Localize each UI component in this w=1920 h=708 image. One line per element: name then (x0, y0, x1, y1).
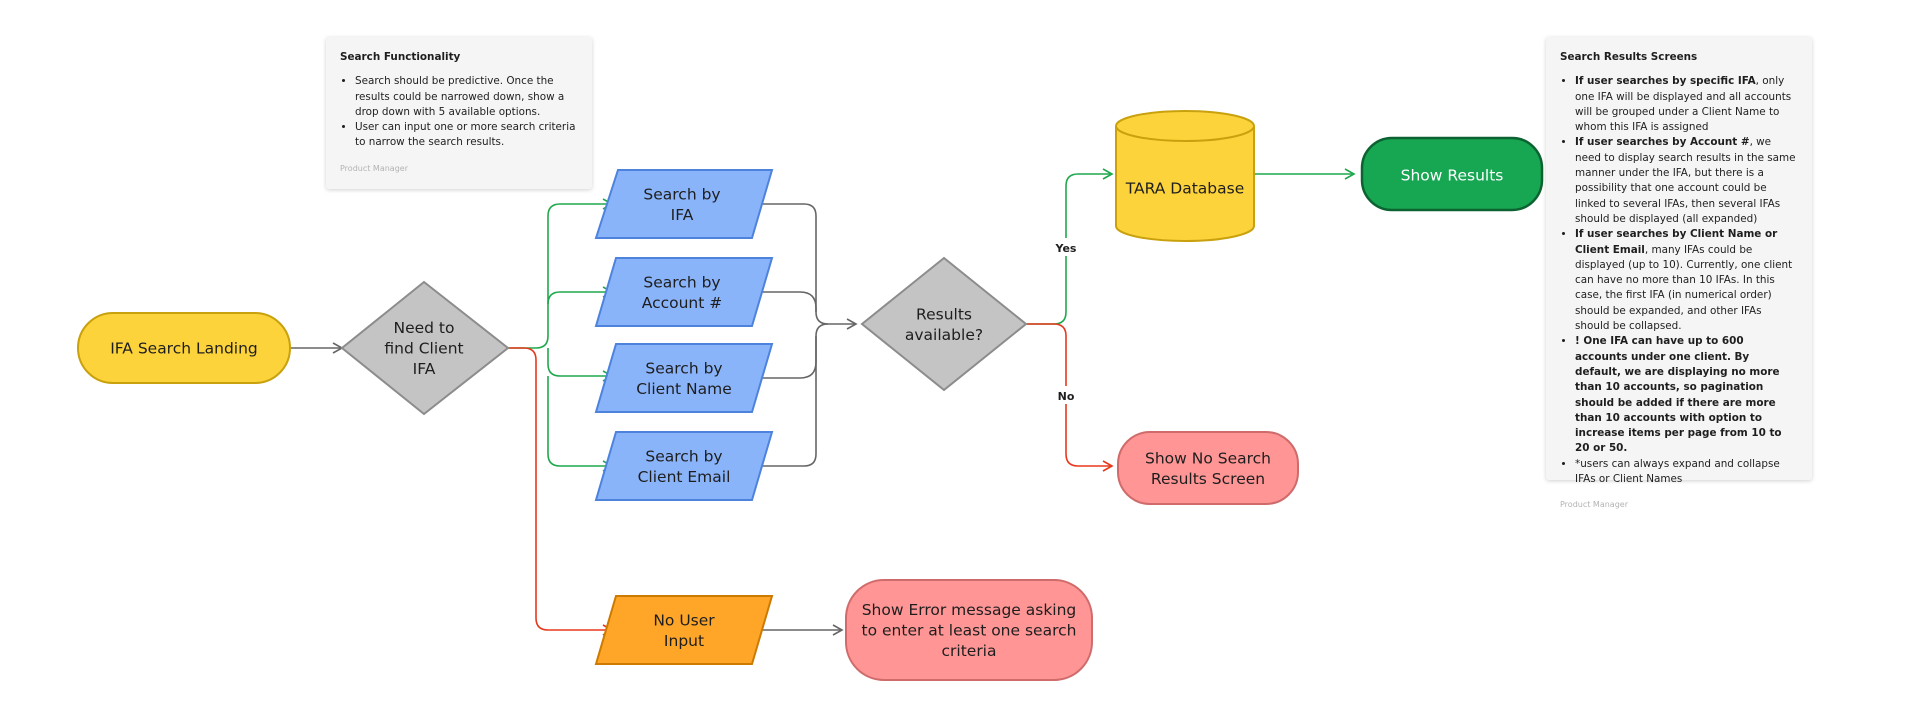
connector-to-search-account (547, 292, 612, 305)
node-label: Show Results (1401, 167, 1504, 185)
edge-label-no: No (1058, 390, 1075, 403)
node-label-line: Search by (645, 447, 722, 465)
node-label: Search by Client Email (638, 447, 731, 486)
note-author: Product Manager (1560, 500, 1628, 510)
note-title: Search Functionality (340, 51, 461, 63)
node-label-line: to enter at least one search (862, 622, 1077, 640)
node-label-line: Show No Search (1145, 449, 1271, 467)
note-item: If user searches by Account #, we need t… (1575, 135, 1798, 227)
node-ifa-search-landing[interactable]: IFA Search Landing (77, 312, 291, 384)
edge-label-yes: Yes (1055, 242, 1077, 255)
input-search-by-client-email[interactable]: Search by Client Email (594, 431, 774, 501)
connector-to-search-ifa (508, 198, 614, 349)
node-label-line: find Client (384, 340, 463, 358)
note-item-bold: If user searches by Client Name or Clien… (1575, 228, 1778, 256)
node-label-line: Search by (645, 359, 722, 377)
node-label: Search by Client Name (636, 359, 732, 398)
node-label-line: Search by (643, 273, 720, 291)
note-item-text: , only one IFA will be displayed and all… (1575, 75, 1792, 134)
node-label-line: Results (916, 305, 972, 323)
connector-to-search-client-email (547, 376, 614, 472)
note-item-bold: If user searches by specific IFA (1575, 75, 1756, 88)
node-label-line: Search by (643, 185, 720, 203)
note-item: ! One IFA can have up to 600 accounts un… (1575, 334, 1798, 456)
node-label: Show Error message asking to enter at lea… (862, 601, 1077, 660)
node-label-line: available? (905, 326, 983, 344)
node-label-line: Results Screen (1151, 470, 1265, 488)
node-label-line: Account # (642, 294, 723, 312)
node-label-line: IFA (413, 360, 436, 378)
note-item: *users can always expand and collapse IF… (1575, 457, 1798, 488)
note-item-bold: ! One IFA can have up to 600 accounts un… (1575, 335, 1782, 455)
node-label-line: TARA Database (1125, 180, 1245, 198)
node-label: Search by IFA (643, 185, 720, 223)
connector-to-no-input (508, 347, 614, 636)
note-item: If user searches by Client Name or Clien… (1575, 227, 1798, 334)
connector-account-to-results (746, 291, 817, 312)
node-label: Search by Account # (642, 273, 723, 312)
node-label: Results available? (905, 305, 983, 344)
note-author: Product Manager (340, 163, 408, 173)
note-item: If user searches by specific IFA, only o… (1575, 74, 1798, 135)
node-label-line: IFA (671, 206, 694, 224)
node-label: TARA Database (1125, 180, 1245, 198)
node-show-error-message[interactable]: Show Error message asking to enter at lea… (845, 579, 1093, 681)
node-label-line: Need to (394, 319, 455, 337)
connector-to-search-client-name (547, 348, 614, 382)
note-list: Search should be predictive. Once the re… (340, 74, 578, 150)
note-item-bold: If user searches by Account # (1575, 136, 1750, 149)
note-item: Search should be predictive. Once the re… (355, 74, 578, 120)
note-item: User can input one or more search criter… (355, 120, 578, 151)
node-tara-database[interactable]: TARA Database (1115, 110, 1255, 242)
note-item-text: , we need to display search results in t… (1575, 136, 1796, 225)
node-label-line: IFA Search Landing (110, 340, 258, 358)
input-search-by-account[interactable]: Search by Account # (594, 257, 774, 327)
note-title: Search Results Screens (1560, 51, 1698, 63)
connector-ifa-to-results (752, 203, 858, 330)
input-search-by-ifa[interactable]: Search by IFA (594, 169, 774, 239)
node-label-line: Show Results (1401, 167, 1504, 185)
node-label-line: Input (664, 632, 704, 650)
note-list: If user searches by specific IFA, only o… (1560, 74, 1798, 487)
node-label-line: Client Email (638, 468, 731, 486)
input-search-by-client-name[interactable]: Search by Client Name (594, 343, 774, 413)
decision-results-available[interactable]: Results available? (860, 256, 1028, 392)
connectors (290, 168, 1356, 636)
sticky-note-search-functionality[interactable]: Search Functionality Search should be pr… (326, 37, 592, 189)
node-label-line: Show Error message asking (862, 601, 1077, 619)
node-label: IFA Search Landing (110, 340, 258, 358)
sticky-note-search-results-screens[interactable]: Search Results Screens If user searches … (1546, 37, 1812, 509)
node-show-results[interactable]: Show Results (1360, 136, 1544, 212)
connector-client-email-to-results (750, 336, 817, 467)
node-label-line: Client Name (636, 380, 732, 398)
note-item-text: , many IFAs could be displayed (up to 10… (1575, 243, 1793, 333)
node-label-line: criteria (942, 642, 997, 660)
node-label-line: No User (653, 611, 715, 629)
